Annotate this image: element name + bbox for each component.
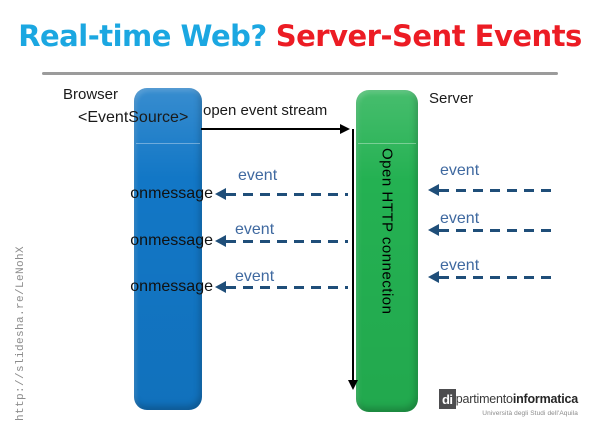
open-stream-arrowhead-icon [340,124,350,134]
onmessage-label: onmessage [130,185,213,202]
slideshare-link: http://slidesha.re/LeNohX [15,245,27,421]
browser-lifeline-bar [134,88,202,410]
browser-bar-seam [136,143,200,144]
browser-label: Browser [63,86,119,103]
event-label: event [235,268,275,285]
logo-name: partimentoinformatica [456,392,578,406]
http-connection-label: Open HTTP connection [378,148,396,315]
server-bar-seam [358,143,416,144]
event-arrow [428,184,557,196]
eventsource-label: <EventSource> [78,109,189,126]
event-label: event [440,162,480,179]
title-divider [42,72,558,75]
event-arrow [215,188,348,200]
logo-name-bold: informatica [512,392,578,406]
event-arrow [428,224,557,236]
connection-arrowhead-icon [348,380,358,390]
onmessage-label: onmessage [130,232,213,249]
logo-name-regular: partimento [455,392,513,406]
open-stream-arrow-line [201,128,342,130]
title-answer: Server-Sent Events [275,19,583,53]
logo-di-box: di [438,389,456,409]
onmessage-label: onmessage [130,278,213,295]
connection-arrow-line [352,129,354,381]
event-arrow [215,281,348,293]
slide-title: Real-time Web?Server-Sent Events [0,19,600,53]
logo-subtitle: Università degli Studi dell'Aquila [482,410,578,417]
event-arrow [215,235,348,247]
title-question: Real-time Web? [18,19,267,53]
open-event-stream-label: open event stream [203,102,328,119]
event-label: event [238,167,278,184]
server-lifeline-bar: Open HTTP connection [356,90,418,412]
event-label: event [440,257,480,274]
event-arrow [428,271,557,283]
event-label: event [440,210,480,227]
department-logo: di partimentoinformatica Università degl… [438,389,578,417]
event-label: event [235,221,275,238]
server-label: Server [429,90,474,107]
